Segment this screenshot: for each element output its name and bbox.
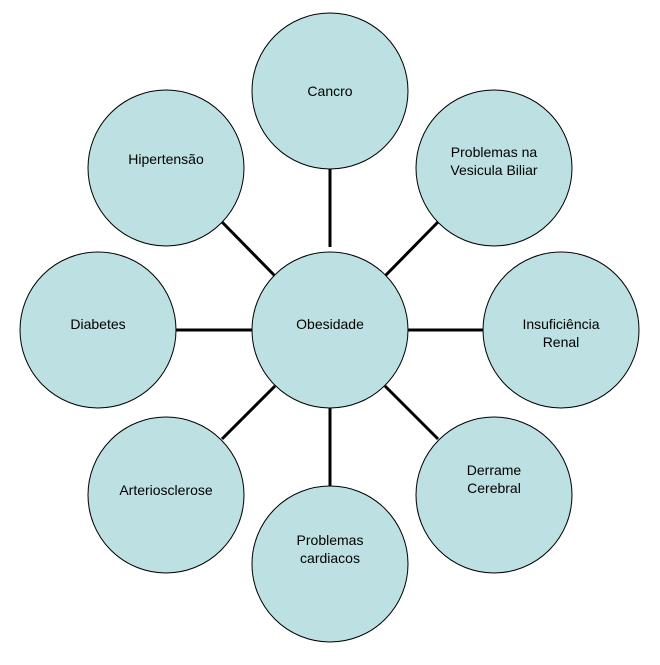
node-label-arterio: Arteriosclerose bbox=[119, 482, 213, 498]
node-circle-diabetes bbox=[19, 251, 177, 409]
node-circle-derrame bbox=[415, 416, 573, 574]
node-label-derrame: Derrame Cerebral bbox=[466, 462, 522, 496]
node-circle-cardiacos bbox=[251, 485, 409, 643]
node-label-cancro: Cancro bbox=[307, 83, 353, 99]
node-circle-vesicula bbox=[415, 89, 573, 247]
center-label: Obesidade bbox=[296, 316, 364, 332]
node-label-hipertensao: Hipertensão bbox=[128, 151, 204, 167]
connector-hipertensao bbox=[220, 220, 277, 278]
node-label-cardiacos: Problemas cardiacos bbox=[296, 532, 364, 566]
node-circle-hipertensao bbox=[87, 89, 245, 247]
node-circle-arterio bbox=[87, 416, 245, 574]
node-label-diabetes: Diabetes bbox=[70, 316, 126, 332]
center-circle bbox=[251, 251, 409, 409]
node-circle-renal bbox=[482, 251, 640, 409]
connector-arterio bbox=[220, 384, 277, 441]
node-circle-cancro bbox=[251, 12, 409, 170]
node-label-vesicula: Problemas na Vesicula Biliar bbox=[450, 144, 538, 178]
connector-derrame bbox=[383, 384, 440, 441]
node-label-renal: Insuficiência Renal bbox=[522, 316, 600, 350]
connector-vesicula bbox=[383, 220, 440, 278]
